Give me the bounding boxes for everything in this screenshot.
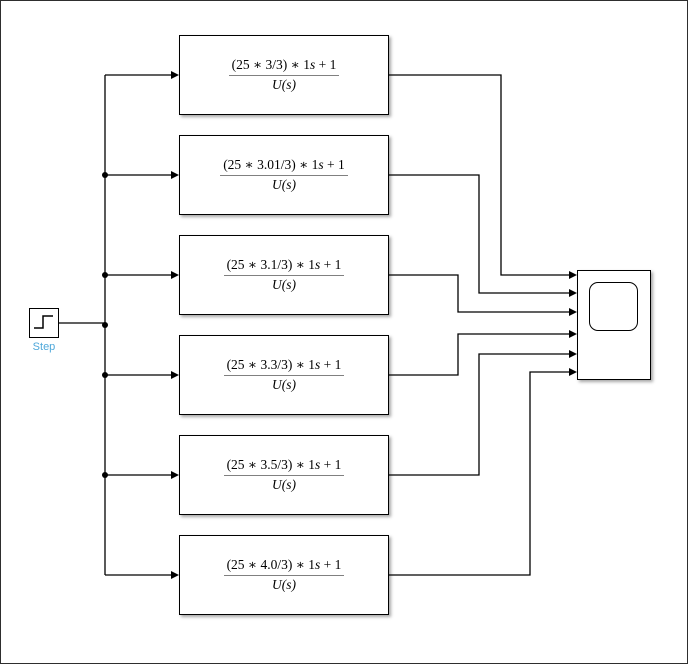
- tf-denominator: U(s): [271, 576, 296, 592]
- transfer-fcn-block-1[interactable]: (25 ∗ 3/3) ∗ 1s + 1 U(s): [179, 35, 389, 115]
- transfer-fcn-block-4[interactable]: (25 ∗ 3.3/3) ∗ 1s + 1 U(s): [179, 335, 389, 415]
- scope-input-arrowheads: [569, 271, 577, 376]
- transfer-fcn-block-6[interactable]: (25 ∗ 4.0/3) ∗ 1s + 1 U(s): [179, 535, 389, 615]
- wire-block4-to-scope[interactable]: [389, 333, 571, 376]
- arrowhead-block2-input: [171, 171, 179, 179]
- arrowhead-block3-input: [171, 271, 179, 279]
- junction-dot: [102, 322, 108, 328]
- tf-numerator: (25 ∗ 3/3) ∗ 1s + 1: [228, 57, 340, 76]
- wire-junction-dots: [102, 172, 108, 478]
- wire-block3-to-scope[interactable]: [389, 274, 571, 313]
- scope-display-icon: [589, 282, 638, 331]
- junction-dot: [102, 172, 108, 178]
- transfer-function-equation: (25 ∗ 4.0/3) ∗ 1s + 1 U(s): [223, 557, 345, 594]
- transfer-function-equation: (25 ∗ 3.01/3) ∗ 1s + 1 U(s): [220, 157, 348, 194]
- step-block[interactable]: [29, 308, 59, 338]
- tf-numerator: (25 ∗ 3.5/3) ∗ 1s + 1: [223, 457, 345, 476]
- junction-dot: [102, 372, 108, 378]
- transfer-function-equation: (25 ∗ 3.5/3) ∗ 1s + 1 U(s): [223, 457, 345, 494]
- transfer-function-equation: (25 ∗ 3.3/3) ∗ 1s + 1 U(s): [223, 357, 345, 394]
- scope-block[interactable]: [577, 270, 651, 380]
- tf-numerator: (25 ∗ 4.0/3) ∗ 1s + 1: [223, 557, 345, 576]
- transfer-function-equation: (25 ∗ 3.1/3) ∗ 1s + 1 U(s): [223, 257, 345, 294]
- wire-block2-to-scope[interactable]: [389, 174, 571, 294]
- transfer-fcn-block-3[interactable]: (25 ∗ 3.1/3) ∗ 1s + 1 U(s): [179, 235, 389, 315]
- wire-block5-to-scope[interactable]: [389, 353, 571, 476]
- wire-block1-to-scope[interactable]: [389, 74, 571, 276]
- arrowhead-block4-input: [171, 371, 179, 379]
- transfer-fcn-block-2[interactable]: (25 ∗ 3.01/3) ∗ 1s + 1 U(s): [179, 135, 389, 215]
- wire-block6-to-scope[interactable]: [389, 371, 571, 576]
- arrowhead-scope-port1: [569, 271, 577, 279]
- tf-denominator: U(s): [271, 376, 296, 392]
- junction-dot: [102, 272, 108, 278]
- arrowhead-scope-port4: [569, 330, 577, 338]
- arrowhead-block5-input: [171, 471, 179, 479]
- tf-denominator: U(s): [271, 176, 296, 192]
- tf-numerator: (25 ∗ 3.1/3) ∗ 1s + 1: [223, 257, 345, 276]
- transfer-function-equation: (25 ∗ 3/3) ∗ 1s + 1 U(s): [228, 57, 340, 94]
- tf-denominator: U(s): [271, 476, 296, 492]
- arrowhead-scope-port5: [569, 350, 577, 358]
- step-block-label[interactable]: Step: [32, 341, 56, 353]
- arrowhead-block6-input: [171, 571, 179, 579]
- tf-numerator: (25 ∗ 3.3/3) ∗ 1s + 1: [223, 357, 345, 376]
- tf-denominator: U(s): [271, 276, 296, 292]
- block-input-arrowheads: [171, 71, 179, 579]
- transfer-fcn-block-5[interactable]: (25 ∗ 3.5/3) ∗ 1s + 1 U(s): [179, 435, 389, 515]
- arrowhead-scope-port6: [569, 368, 577, 376]
- arrowhead-scope-port3: [569, 308, 577, 316]
- step-signal-icon: [34, 315, 53, 329]
- tf-denominator: U(s): [271, 76, 296, 92]
- arrowhead-block1-input: [171, 71, 179, 79]
- arrowhead-scope-port2: [569, 289, 577, 297]
- junction-dot: [102, 472, 108, 478]
- tf-numerator: (25 ∗ 3.01/3) ∗ 1s + 1: [220, 157, 348, 176]
